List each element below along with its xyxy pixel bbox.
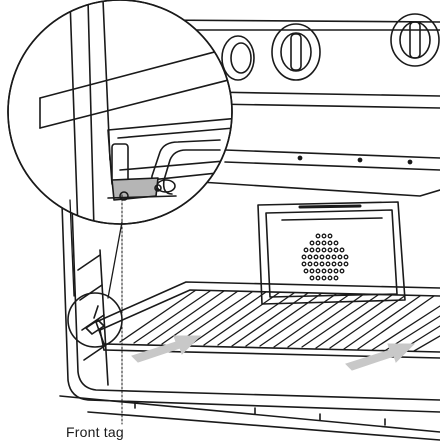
- left-rack-supports: [77, 249, 109, 386]
- magnified-detail-inset: [7, 0, 233, 225]
- knob-left: [221, 35, 255, 81]
- knob-center: [271, 23, 321, 81]
- upper-rack-rail: [199, 149, 440, 197]
- arrow-right: [345, 343, 416, 371]
- control-knobs: [221, 13, 440, 81]
- oven-body: [59, 19, 440, 441]
- rack-wires: [119, 289, 440, 352]
- insertion-arrows: [131, 335, 416, 371]
- arrow-left: [131, 335, 202, 363]
- knob-right: [390, 13, 440, 67]
- magnifier-connector: [69, 199, 123, 299]
- convection-fan-cover: [257, 201, 406, 305]
- oven-rack: [95, 281, 440, 359]
- fan-vent-holes: [301, 233, 349, 281]
- front-tag-label: Front tag: [66, 424, 124, 440]
